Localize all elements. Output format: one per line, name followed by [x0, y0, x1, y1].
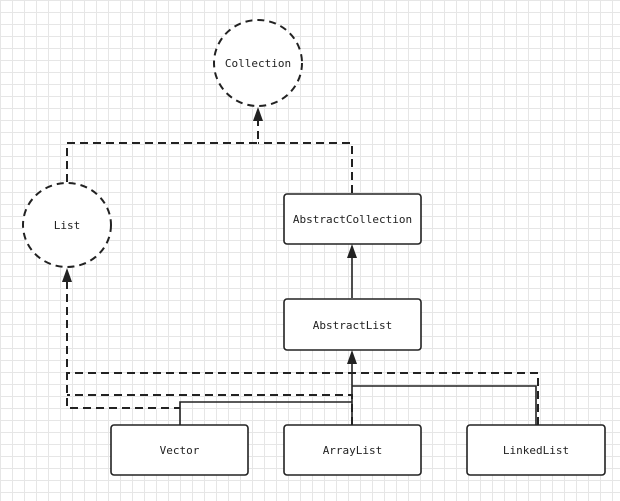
- edge-linkedlist-list: [67, 372, 539, 425]
- vector-label: Vector: [160, 444, 200, 457]
- linked-list-label: LinkedList: [503, 444, 569, 457]
- edge-vector-list: [66, 281, 180, 409]
- collection-label: Collection: [225, 57, 291, 70]
- abstract-collection-label: AbstractCollection: [293, 213, 412, 226]
- edge-vector-abstractlist: [179, 401, 352, 425]
- abstract-list-class[interactable]: AbstractList: [283, 298, 422, 351]
- list-interface[interactable]: List: [22, 182, 112, 268]
- linked-list-class[interactable]: LinkedList: [466, 424, 606, 476]
- collection-arrowhead: [253, 107, 263, 121]
- vector-class[interactable]: Vector: [110, 424, 249, 476]
- abstract-collection-class[interactable]: AbstractCollection: [283, 193, 422, 245]
- list-arrowhead: [62, 268, 72, 282]
- list-label: List: [54, 219, 81, 232]
- array-list-label: ArrayList: [323, 444, 383, 457]
- edge-abstractcollection-collection: [258, 142, 353, 193]
- abstract-list-label: AbstractList: [313, 319, 392, 332]
- abstractcollection-arrowhead: [347, 244, 357, 258]
- edge-list-collection: [66, 120, 259, 182]
- collection-interface[interactable]: Collection: [213, 19, 303, 107]
- abstractlist-arrowhead: [347, 350, 357, 364]
- array-list-class[interactable]: ArrayList: [283, 424, 422, 476]
- edge-arraylist-list: [67, 394, 353, 425]
- edge-linkedlist-abstractlist: [352, 385, 537, 425]
